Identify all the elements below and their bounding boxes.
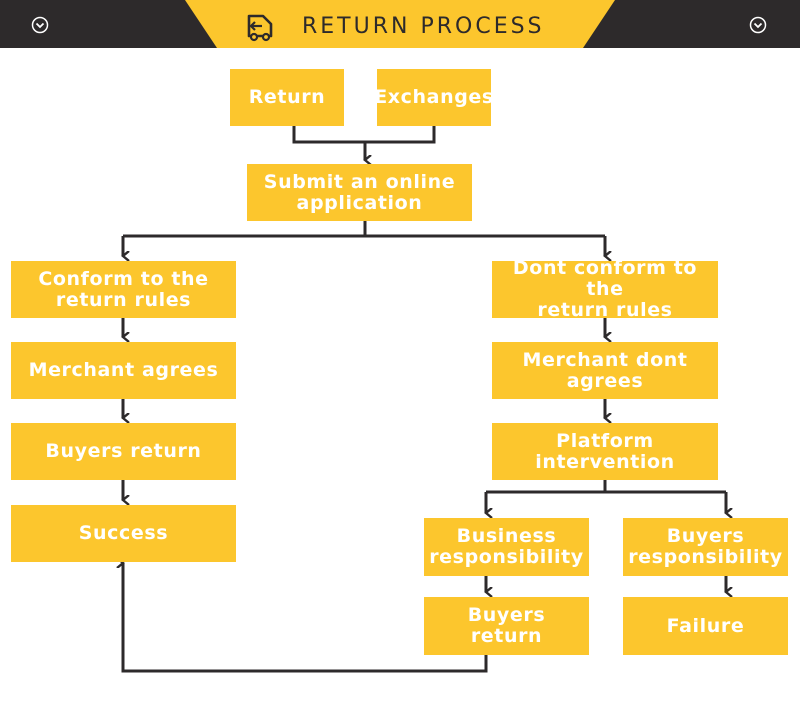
title-banner bbox=[185, 0, 615, 48]
node-failure: Failure bbox=[623, 597, 788, 655]
page-title: RETURN PROCESS bbox=[302, 14, 545, 39]
chevron-down-circle-icon[interactable] bbox=[31, 16, 49, 34]
node-buyers-return-right: Buyers return bbox=[424, 597, 589, 655]
node-return: Return bbox=[230, 69, 344, 126]
node-dont-conform-rules: Dont conform to the return rules bbox=[492, 258, 718, 321]
node-merchant-dont-agrees: Merchant dont agrees bbox=[492, 342, 718, 399]
node-platform-intervention: Platform intervention bbox=[492, 423, 718, 480]
node-submit-application: Submit an online application bbox=[247, 164, 472, 221]
node-conform-rules: Conform to the return rules bbox=[11, 261, 236, 318]
node-buyers-return-left: Buyers return bbox=[11, 423, 236, 480]
node-exchanges: Exchanges bbox=[374, 69, 493, 126]
chevron-down-circle-icon[interactable] bbox=[749, 16, 767, 34]
delivery-truck-icon bbox=[247, 14, 273, 42]
node-buyers-responsibility: Buyers responsibility bbox=[623, 518, 788, 576]
node-business-responsibility: Business responsibility bbox=[424, 518, 589, 576]
node-success: Success bbox=[11, 505, 236, 562]
node-merchant-agrees: Merchant agrees bbox=[11, 342, 236, 399]
